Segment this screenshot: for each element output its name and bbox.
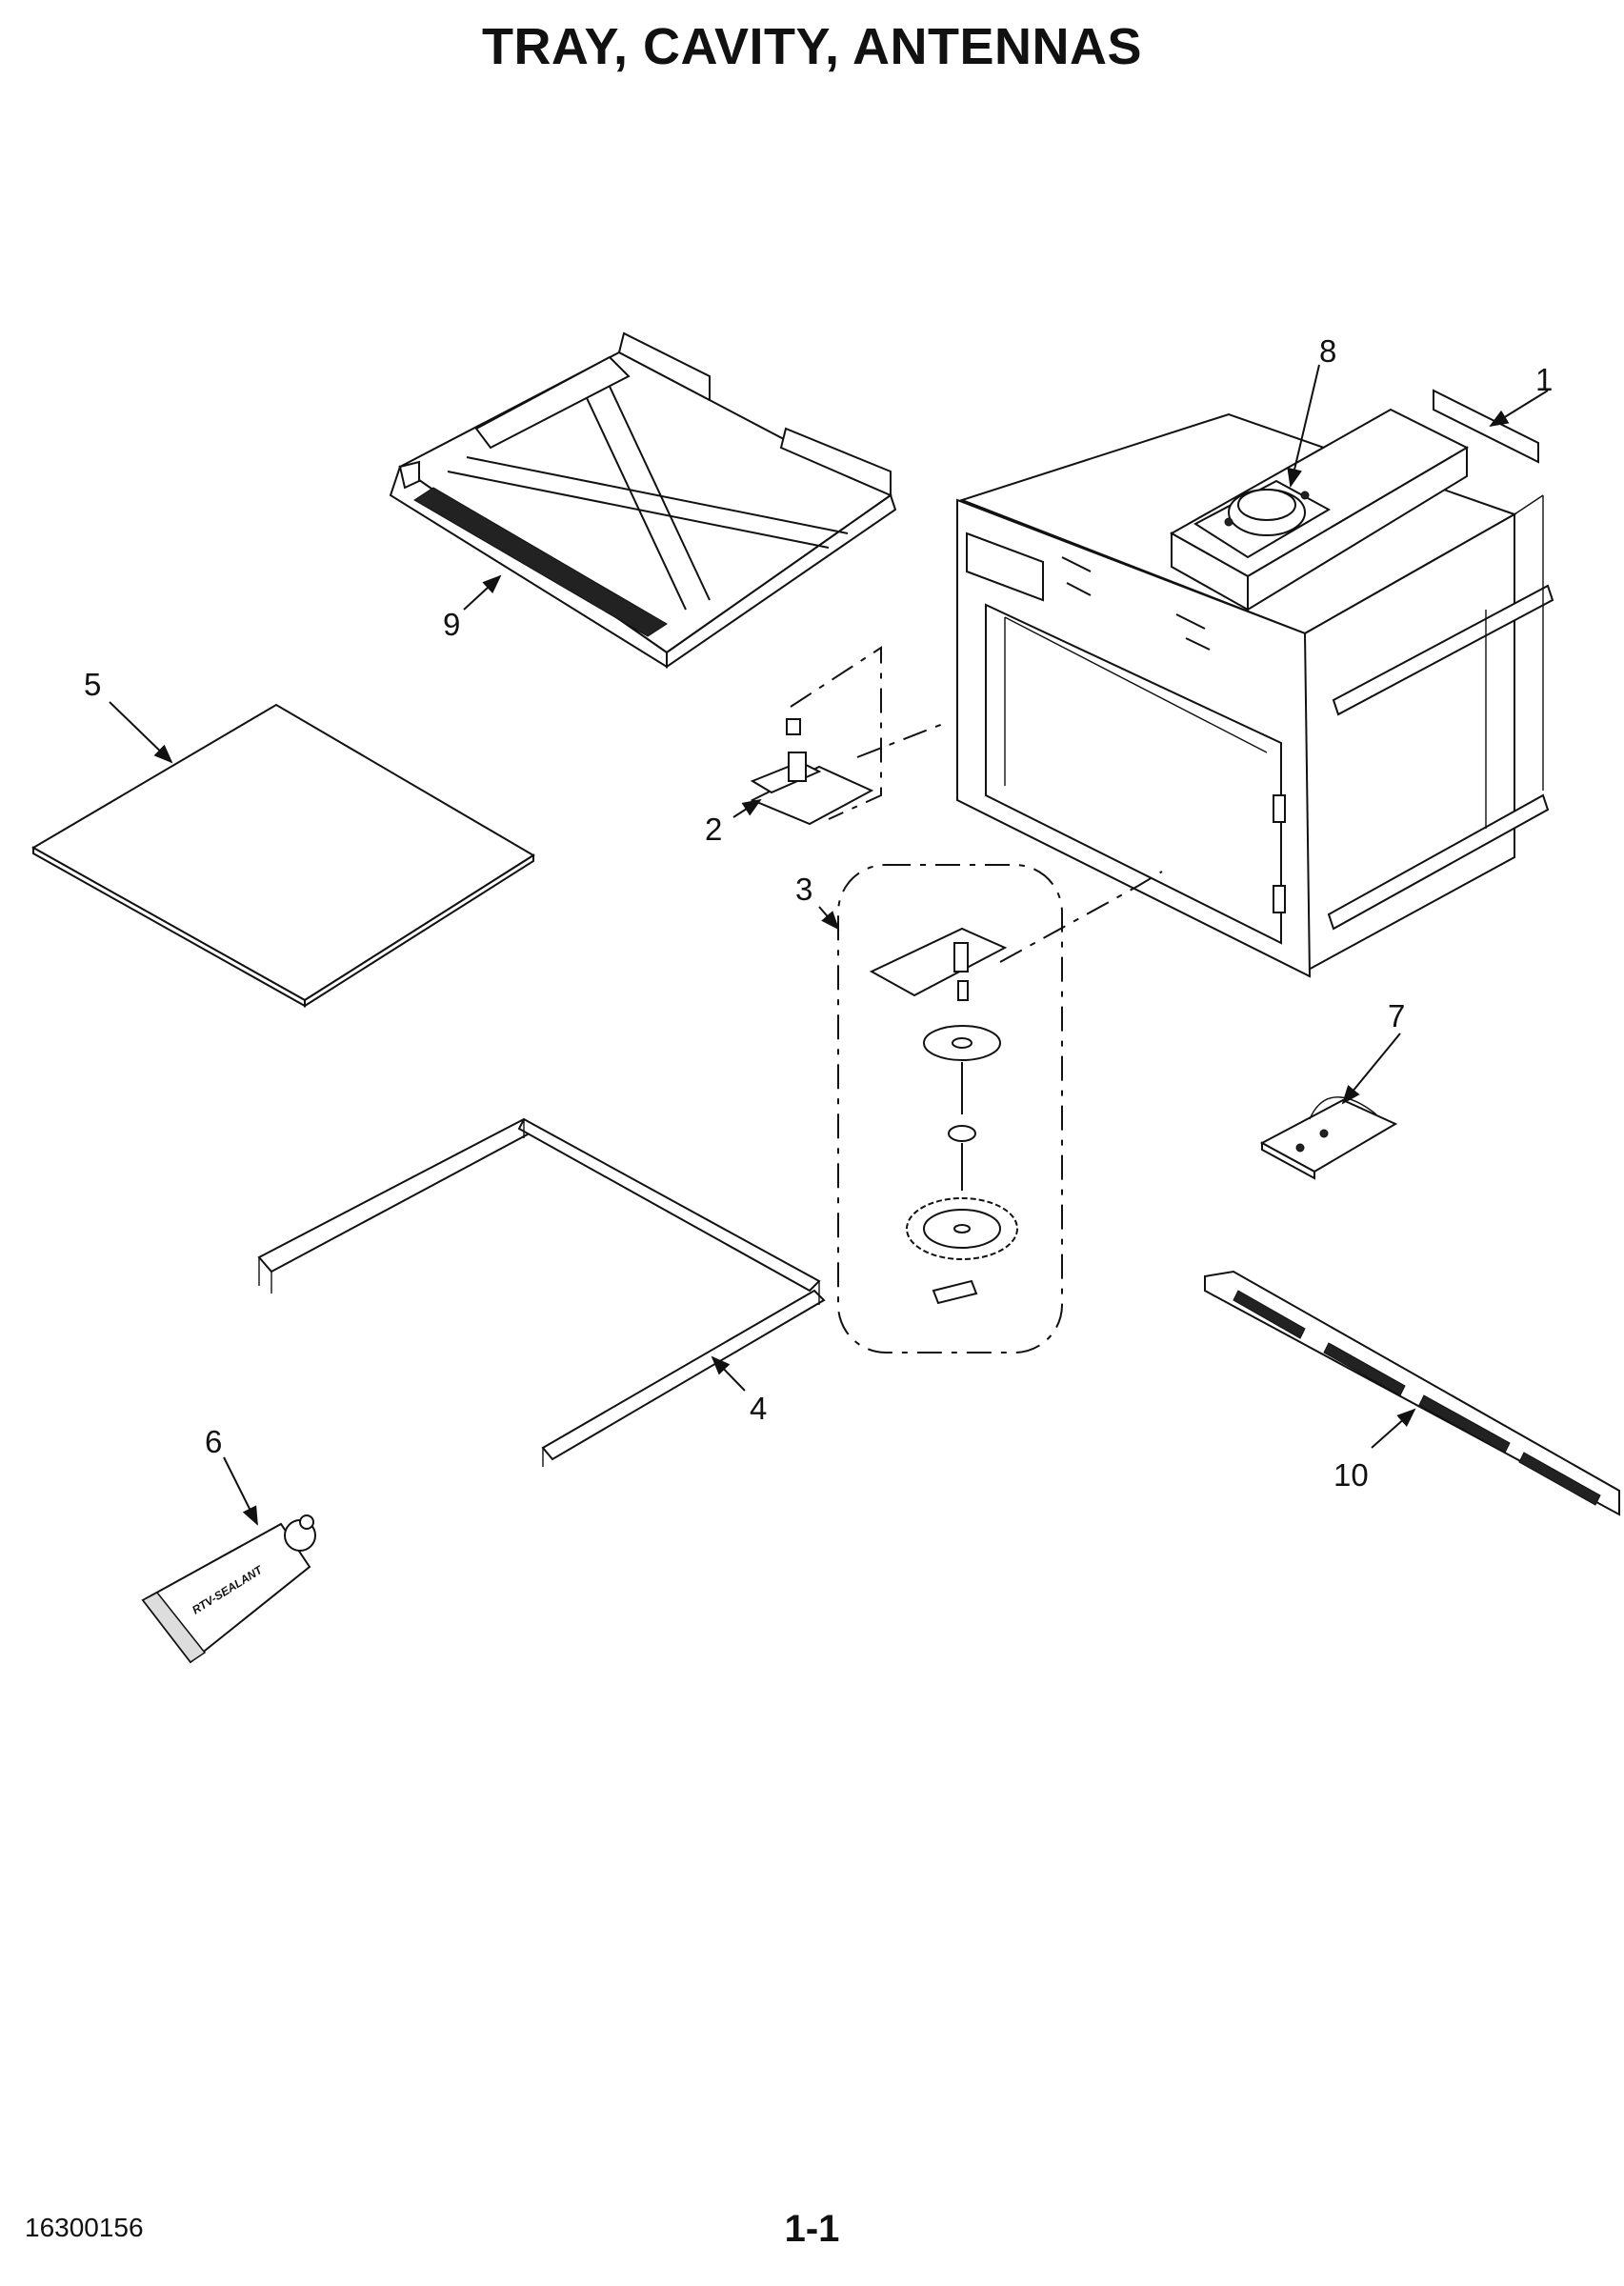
part-7-board [1259,1096,1398,1180]
callout-7: 7 [1388,998,1405,1033]
part-6-sealant-tube: RTV-SEALANT [141,1514,316,1664]
doc-number: 16300156 [25,2213,144,2242]
callout-1: 1 [1535,362,1553,397]
part-8-motor [1193,479,1332,559]
page-title: TRAY, CAVITY, ANTENNAS [481,18,1143,75]
callout-3: 3 [795,872,812,907]
part-5-sheet [30,703,535,1008]
part-10-grille [1204,1270,1620,1516]
part-9-tray [389,331,897,669]
part-1-cavity [956,389,1554,978]
callout-2: 2 [705,812,722,847]
callouts: 1 8 9 5 2 3 7 4 10 6 [84,333,1553,1526]
callout-4: 4 [750,1391,767,1426]
part-3-stirrer [837,723,1163,1354]
part-4-frame [257,1117,826,1467]
page-number: 1-1 [784,2208,840,2250]
callout-10: 10 [1333,1457,1369,1493]
part-2-antenna [750,646,882,826]
callout-9: 9 [443,607,460,642]
callout-8: 8 [1319,333,1336,369]
callout-5: 5 [84,667,101,702]
callout-6: 6 [205,1424,222,1459]
